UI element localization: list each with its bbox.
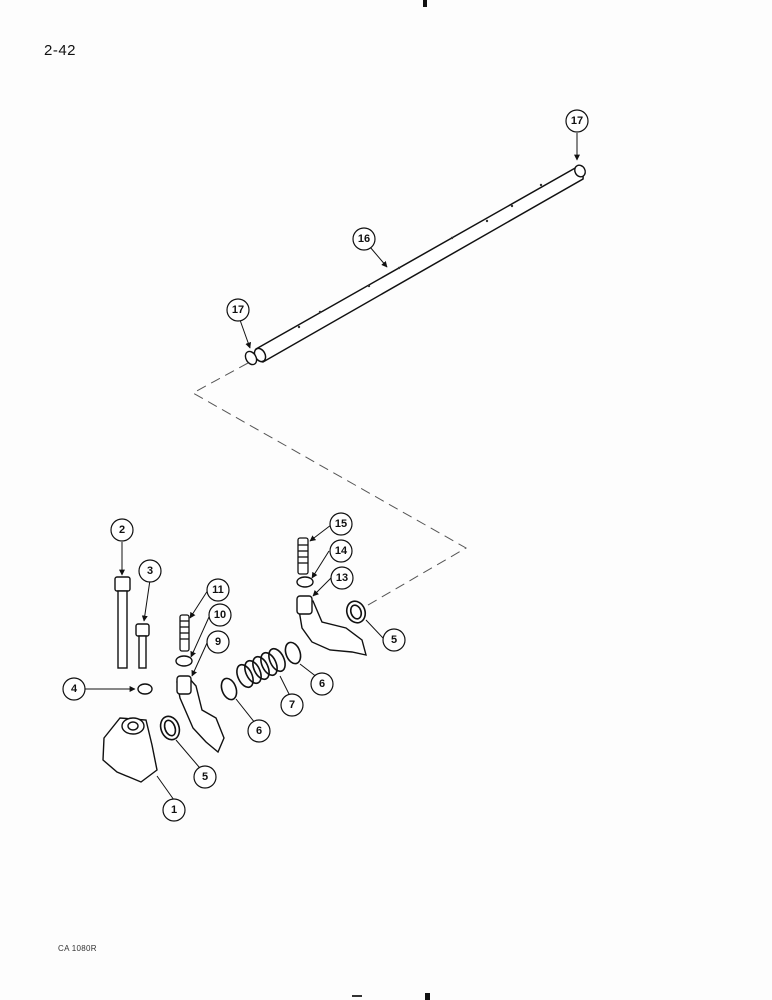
rocker-shaft: [253, 166, 584, 363]
callout-label: 16: [358, 233, 370, 245]
leader-lines: [85, 133, 580, 801]
callout-7: [280, 693, 304, 717]
scan-mark-dash: [352, 995, 362, 997]
callout-label: 9: [215, 636, 221, 648]
short-bolt: [135, 623, 150, 669]
callout-5-right: [382, 628, 406, 652]
scan-mark-bottom: [425, 993, 430, 1000]
adjusting-screw-left: [179, 614, 190, 652]
callout-11: [206, 578, 230, 602]
small-washer: [137, 683, 153, 695]
callout-balloons: [62, 109, 589, 822]
callout-label: 6: [319, 678, 325, 690]
callout-1: [162, 798, 186, 822]
callout-label: 4: [71, 683, 78, 695]
rocker-arm-right: [296, 595, 367, 656]
rocker-arm-left: [176, 675, 225, 754]
callout-label: 5: [202, 771, 208, 783]
callout-label: 17: [571, 115, 583, 127]
shaft-oil-holes: [297, 183, 543, 329]
callout-label: 7: [289, 699, 295, 711]
rocker-spring: [236, 647, 286, 689]
figure-code: CA 1080R: [58, 944, 97, 953]
callout-3: [138, 559, 162, 583]
callout-label: 10: [214, 609, 226, 621]
alignment-dashed-line: [191, 362, 468, 613]
adjusting-screw-right: [297, 537, 309, 575]
callout-2: [110, 518, 134, 542]
lock-nut-left: [175, 655, 193, 667]
callout-10: [208, 603, 232, 627]
shaft-end-plug-left: [244, 350, 258, 366]
callout-6-right: [310, 672, 334, 696]
lock-nut-right: [296, 576, 314, 588]
callout-15: [329, 512, 353, 536]
callout-label: 15: [335, 518, 347, 530]
callout-5-left: [193, 765, 217, 789]
callout-label: 5: [391, 634, 397, 646]
callout-14: [329, 539, 353, 563]
long-bolt: [114, 576, 131, 669]
callout-label: 6: [256, 725, 262, 737]
callout-label: 11: [212, 584, 224, 596]
callout-label: 14: [335, 545, 348, 557]
callout-label: 3: [147, 565, 153, 577]
spacer-washer-right: [345, 600, 367, 624]
callout-17-left: [226, 298, 250, 322]
callout-6-left: [247, 719, 271, 743]
callout-16: [352, 227, 376, 251]
callout-17-top: [565, 109, 589, 133]
callout-9: [206, 630, 230, 654]
shaft-end-plug-right: [574, 164, 586, 178]
page-number: 2-42: [44, 42, 77, 59]
callout-label: 2: [119, 524, 125, 536]
callout-label: 1: [171, 804, 177, 816]
callout-labels: 17 16 17 2 3 4 11 10 9 15 14 13 5 6 7 6 …: [71, 115, 583, 816]
callout-13: [330, 566, 354, 590]
callout-4: [62, 677, 86, 701]
callout-label: 13: [336, 572, 348, 584]
spring-washer-left: [220, 677, 238, 701]
rocker-support-bracket: [102, 717, 158, 783]
spacer-washer-left: [159, 715, 181, 741]
scan-mark-top: [423, 0, 427, 7]
callout-label: 17: [232, 304, 244, 316]
spring-washer-right: [284, 641, 302, 665]
